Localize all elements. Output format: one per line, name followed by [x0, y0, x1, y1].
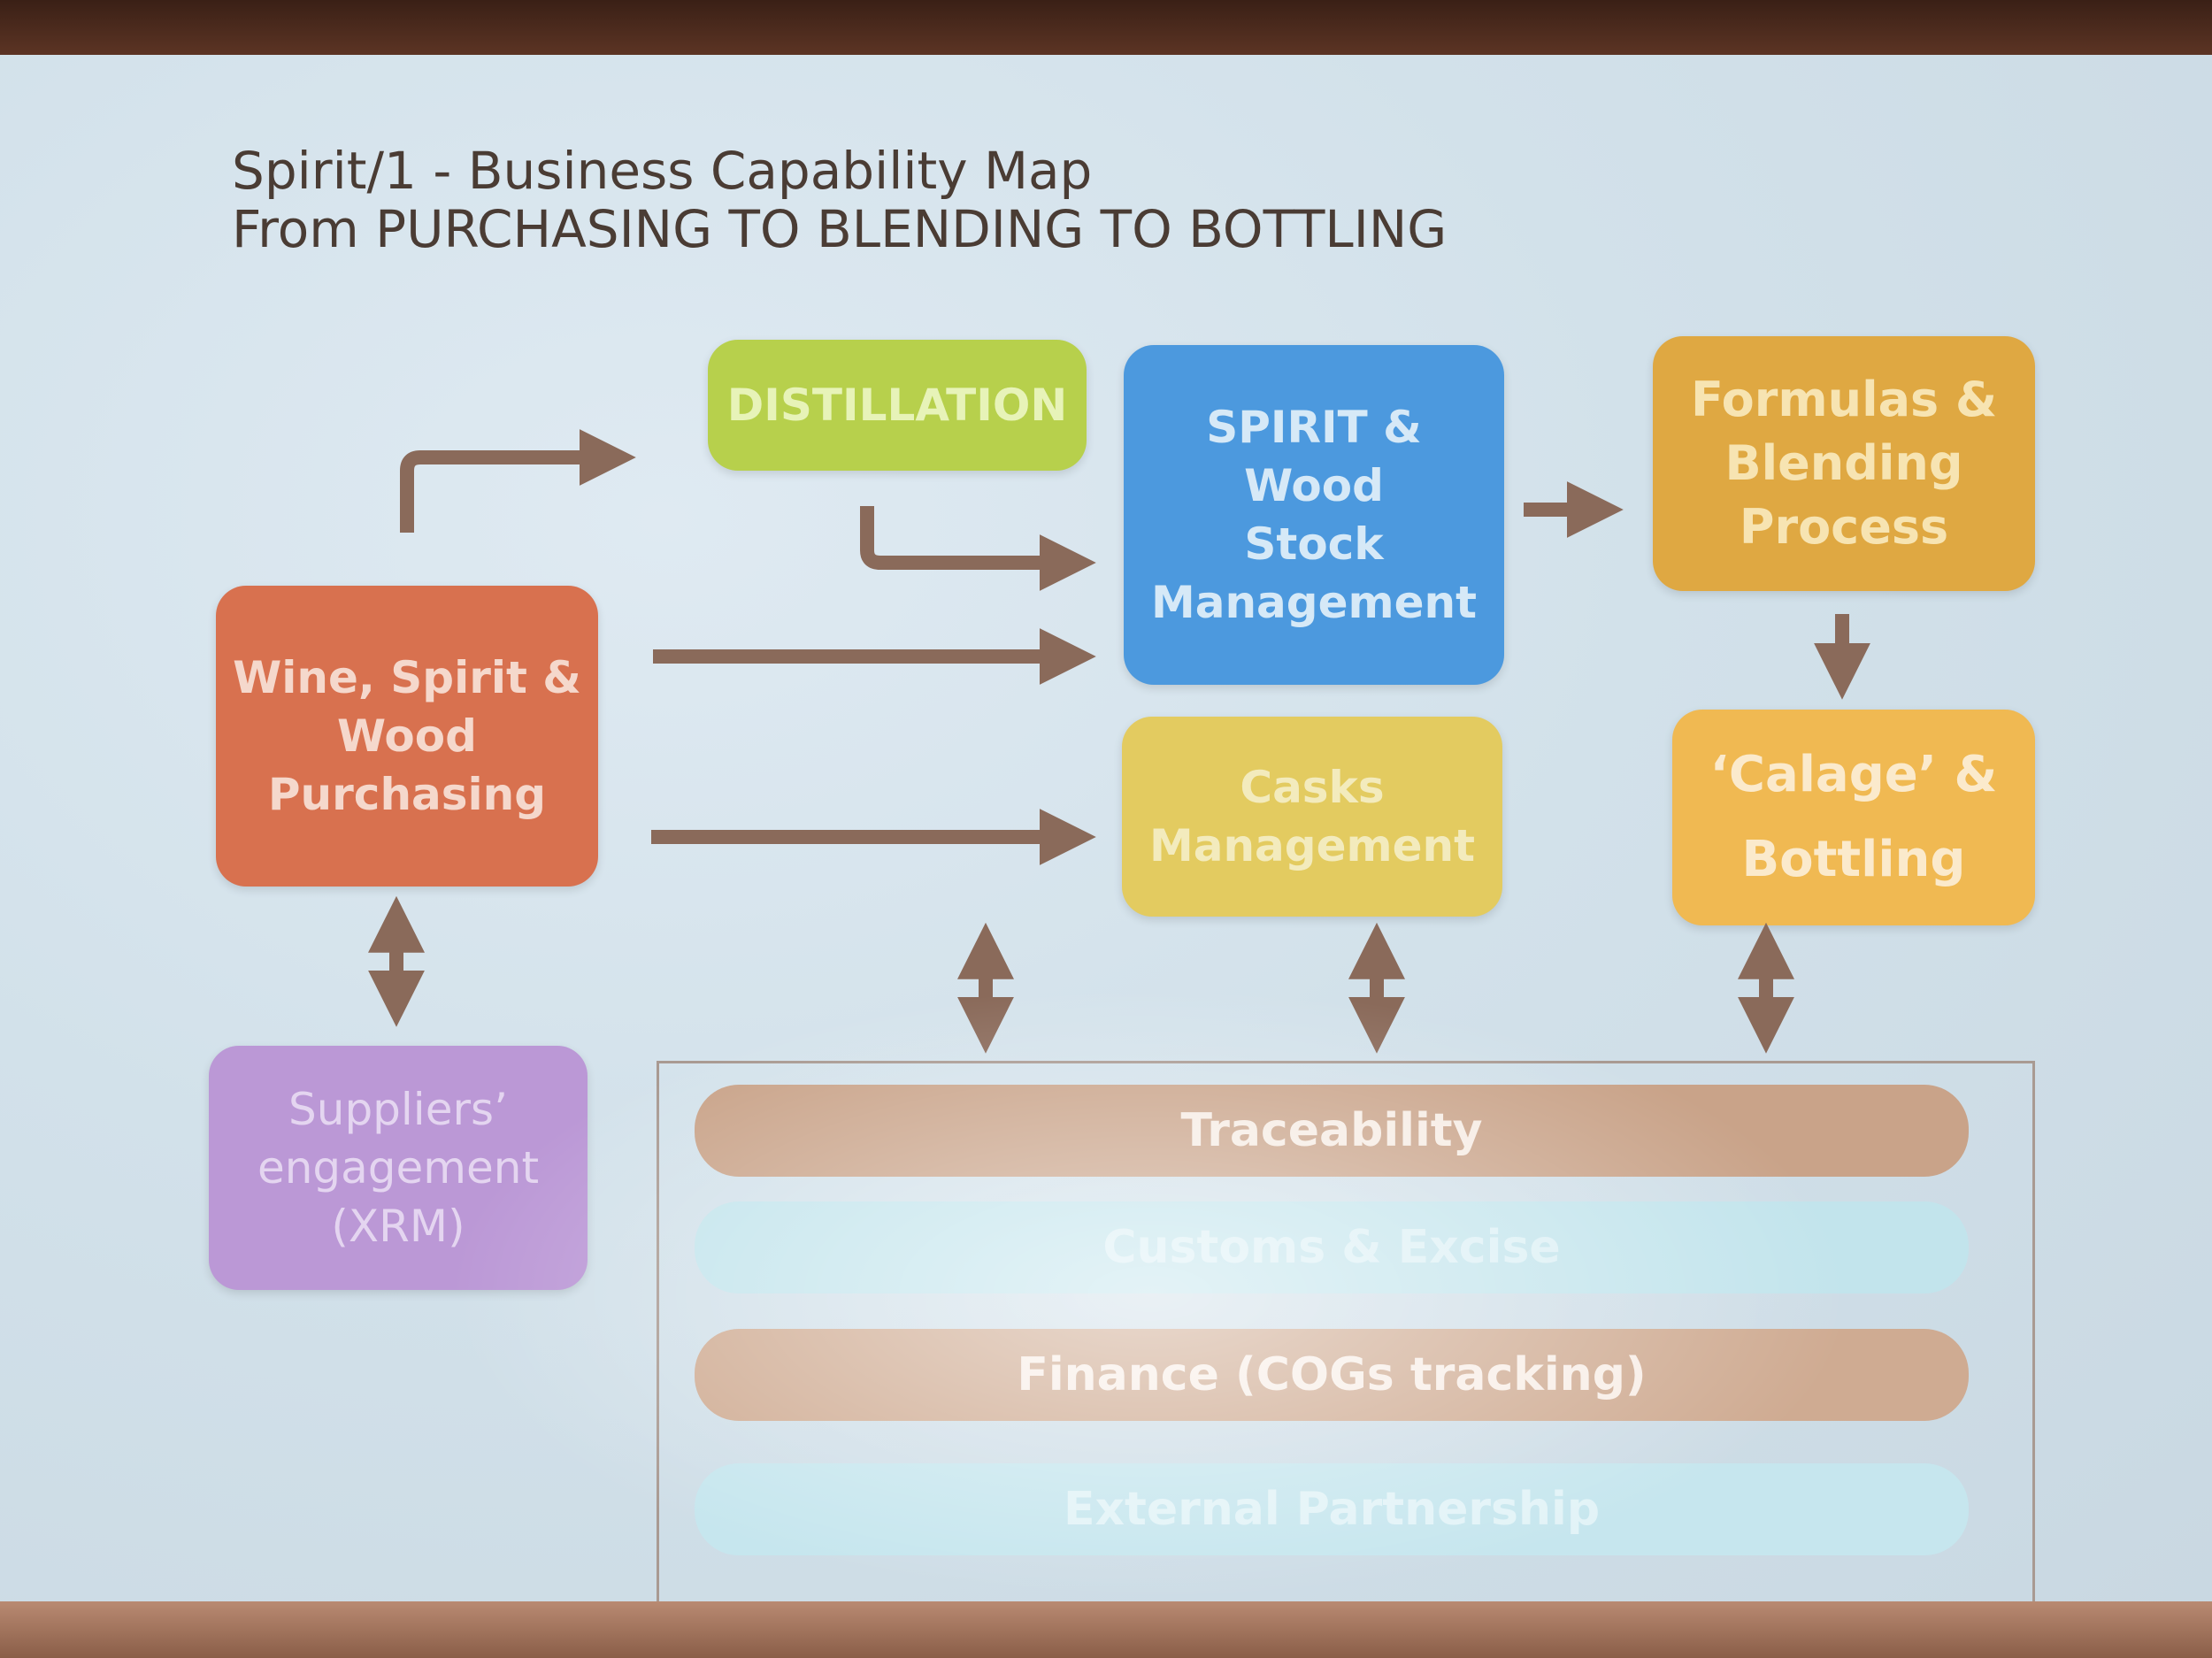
diagram-title: Spirit/1 - Business Capability Map: [232, 141, 1093, 201]
wine-purchasing-box: Wine, Spirit & Wood Purchasing: [216, 586, 598, 887]
casks-management-label-2: Management: [1148, 820, 1476, 871]
calage-bottling-label-1: ‘Calage’ &: [1709, 746, 1998, 803]
wine-purchasing-label-2: Wood: [337, 710, 477, 762]
formulas-blending-box: Formulas & Blending Process: [1653, 336, 2035, 591]
distillation-label: DISTILLATION: [726, 380, 1068, 431]
casks-management-box: Casks Management: [1122, 717, 1502, 917]
projector-frame-top: [0, 0, 2212, 55]
arrow-purchasing-to-distillation: [400, 429, 636, 533]
spirit-wood-stock-label-2: Stock: [1244, 518, 1384, 570]
wine-purchasing-label-3: Purchasing: [267, 769, 547, 820]
distillation-box: DISTILLATION: [708, 340, 1087, 471]
spirit-wood-stock-label-3: Management: [1150, 577, 1478, 628]
formulas-blending-label-3: Process: [1739, 499, 1949, 555]
diagram-subtitle: From PURCHASING TO BLENDING TO BOTTLING: [232, 199, 1448, 259]
projector-frame-bottom: [0, 1601, 2212, 1658]
spirit-wood-stock-box: SPIRIT & Wood Stock Management: [1124, 345, 1504, 685]
connector-arrows: [368, 429, 1870, 1054]
arrow-distillation-to-stock: [860, 506, 1096, 591]
casks-management-label-1: Casks: [1240, 762, 1385, 813]
calage-bottling-label-2: Bottling: [1741, 831, 1966, 888]
spirit-wood-stock-label-1: SPIRIT & Wood: [1206, 402, 1422, 511]
calage-bottling-box: ‘Calage’ & Bottling: [1672, 710, 2035, 925]
wine-purchasing-label-1: Wine, Spirit &: [233, 652, 581, 703]
formulas-blending-label-1: Formulas &: [1690, 372, 1998, 427]
projection-screen: Spirit/1 - Business Capability Map From …: [0, 55, 2212, 1601]
formulas-blending-label-2: Blending: [1724, 435, 1963, 491]
